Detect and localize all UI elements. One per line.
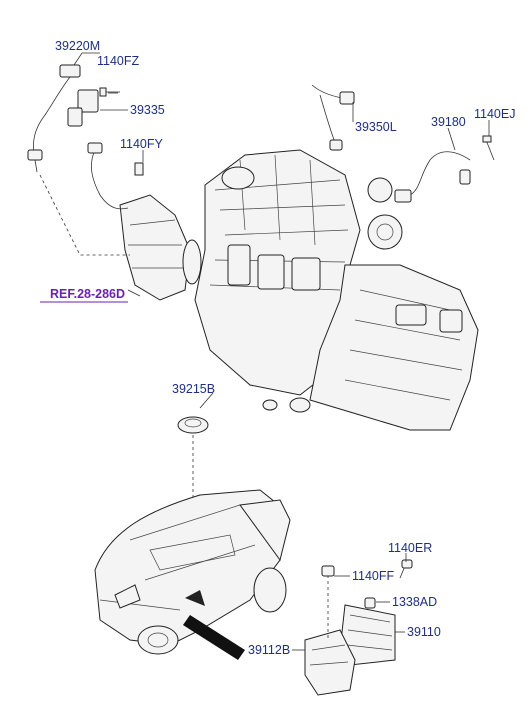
ref-leader [127,289,141,297]
label-1140ER: 1140ER [388,541,432,555]
label-39110: 39110 [407,625,441,639]
bolt-1140EJ [482,135,495,161]
engine-assembly [194,149,403,396]
leader-39220M [73,52,100,66]
front-oxygen-sensor [27,64,99,173]
ecu-bracket [304,559,413,696]
leader-39215B [199,392,214,409]
label-39335: 39335 [130,103,165,117]
label-39220M: 39220M [55,39,100,53]
vehicle-illustration [94,489,291,660]
label-1140FF: 1140FF [352,569,395,583]
oxygen-sensor-39350L [311,84,355,151]
transmission-assembly [262,264,479,431]
leader-39180 [447,127,456,151]
label-1140EJ: 1140EJ [474,107,515,121]
sensor-harness-lower [87,142,144,210]
reference-label: REF.28-286D [50,287,125,301]
leader-dash-left [39,174,130,256]
ecu-module [339,597,396,666]
label-39180: 39180 [431,115,466,129]
label-1338AD: 1338AD [392,595,437,609]
label-1140FZ: 1140FZ [97,54,140,68]
label-39215B: 39215B [172,382,215,396]
sensor-39180 [394,151,471,203]
label-39350L: 39350L [355,120,397,134]
grommet-39215B [177,416,209,510]
bolt-1140FZ [99,87,120,97]
catalytic-converter [119,194,202,301]
label-39112B: 39112B [248,643,290,657]
label-1140FY: 1140FY [120,137,164,151]
